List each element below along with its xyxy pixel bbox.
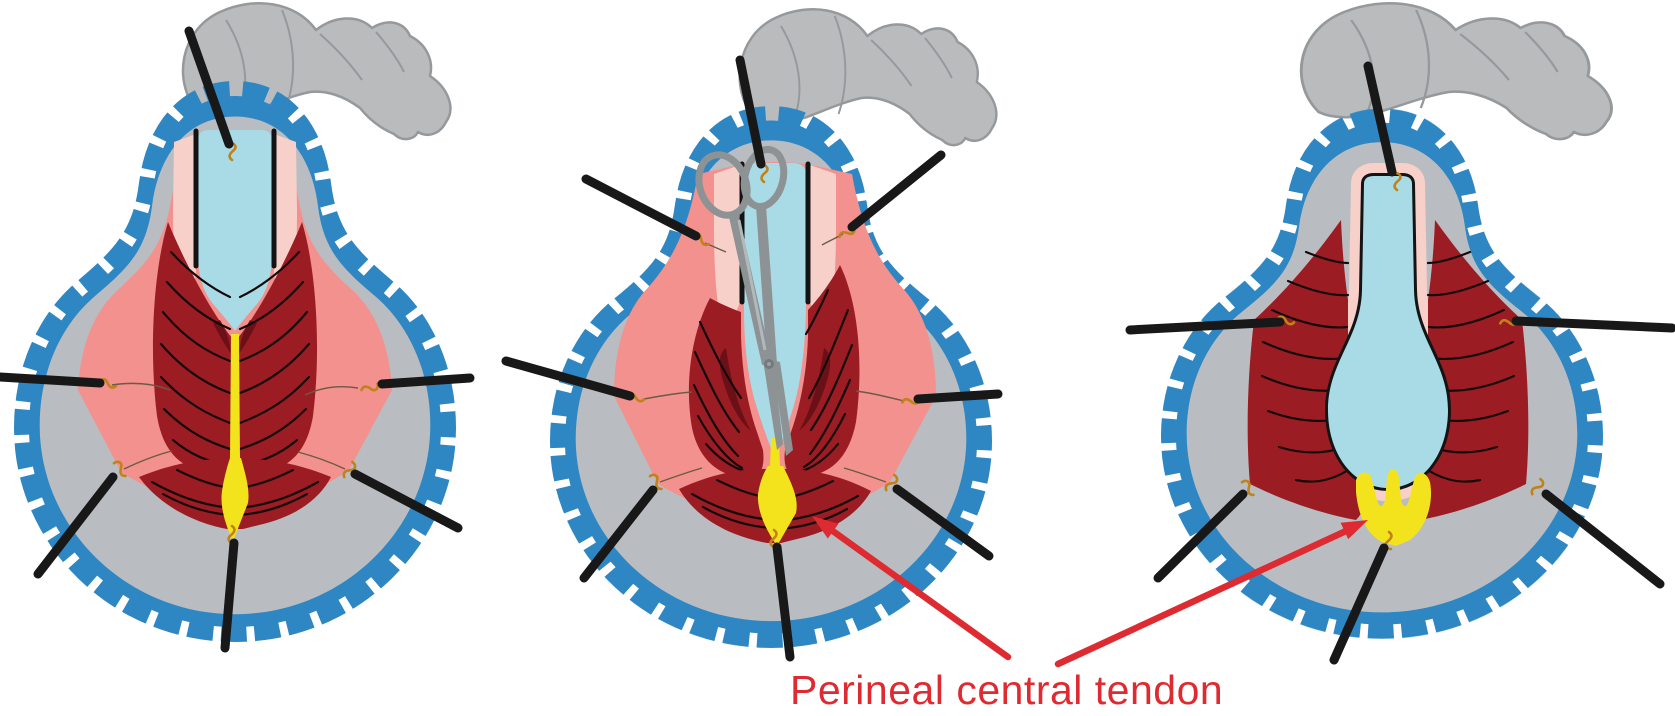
retraction-pin	[581, 174, 701, 241]
retraction-pin	[579, 485, 658, 583]
retraction-pin	[501, 356, 635, 401]
annotation-arrow	[826, 525, 1012, 661]
retraction-pin	[1541, 489, 1665, 589]
retraction-pin	[377, 373, 475, 389]
central-tendon	[221, 334, 249, 541]
annotation-arrows	[812, 516, 1368, 668]
retraction-pins	[501, 55, 1003, 662]
bulbospongiosus-muscles	[152, 222, 318, 474]
divided-muscles	[688, 265, 860, 478]
retraction-pin	[1153, 489, 1248, 583]
suture-threads	[111, 382, 359, 470]
central-canal	[198, 130, 272, 331]
arrowhead-icon	[1340, 520, 1368, 540]
retraction-pin	[1329, 543, 1389, 665]
retraction-pins	[1125, 61, 1675, 665]
retraction-pins	[0, 26, 475, 653]
retraction-pin	[1363, 61, 1397, 177]
retraction-pin	[735, 55, 766, 169]
central-tendon	[757, 438, 797, 546]
annotation-arrow	[1054, 527, 1350, 668]
retraction-pin	[913, 389, 1003, 404]
scissors-icon	[695, 145, 793, 456]
retraction-pin	[892, 484, 994, 561]
retraction-pin	[350, 469, 463, 533]
retraction-pin	[1511, 316, 1675, 333]
retraction-pin	[847, 150, 946, 232]
retraction-pin	[33, 472, 118, 579]
retraction-pin	[0, 372, 105, 388]
panel-step-2	[501, 55, 1003, 662]
retraction-pin	[184, 26, 234, 149]
central-tendon-divided	[1356, 469, 1432, 546]
retraction-pin	[1125, 317, 1285, 335]
muscle-fibers	[238, 250, 311, 467]
central-canal	[1328, 176, 1448, 488]
muscle-fibers	[159, 250, 232, 467]
panel-step-1	[0, 26, 475, 653]
annotation-label: Perineal central tendon	[790, 667, 1224, 713]
panel-step-3	[1125, 61, 1675, 665]
arrowhead-icon	[812, 516, 839, 539]
retraction-pin	[220, 538, 239, 653]
inner-mucosa-strip	[714, 165, 740, 334]
retraction-pin	[772, 542, 795, 662]
